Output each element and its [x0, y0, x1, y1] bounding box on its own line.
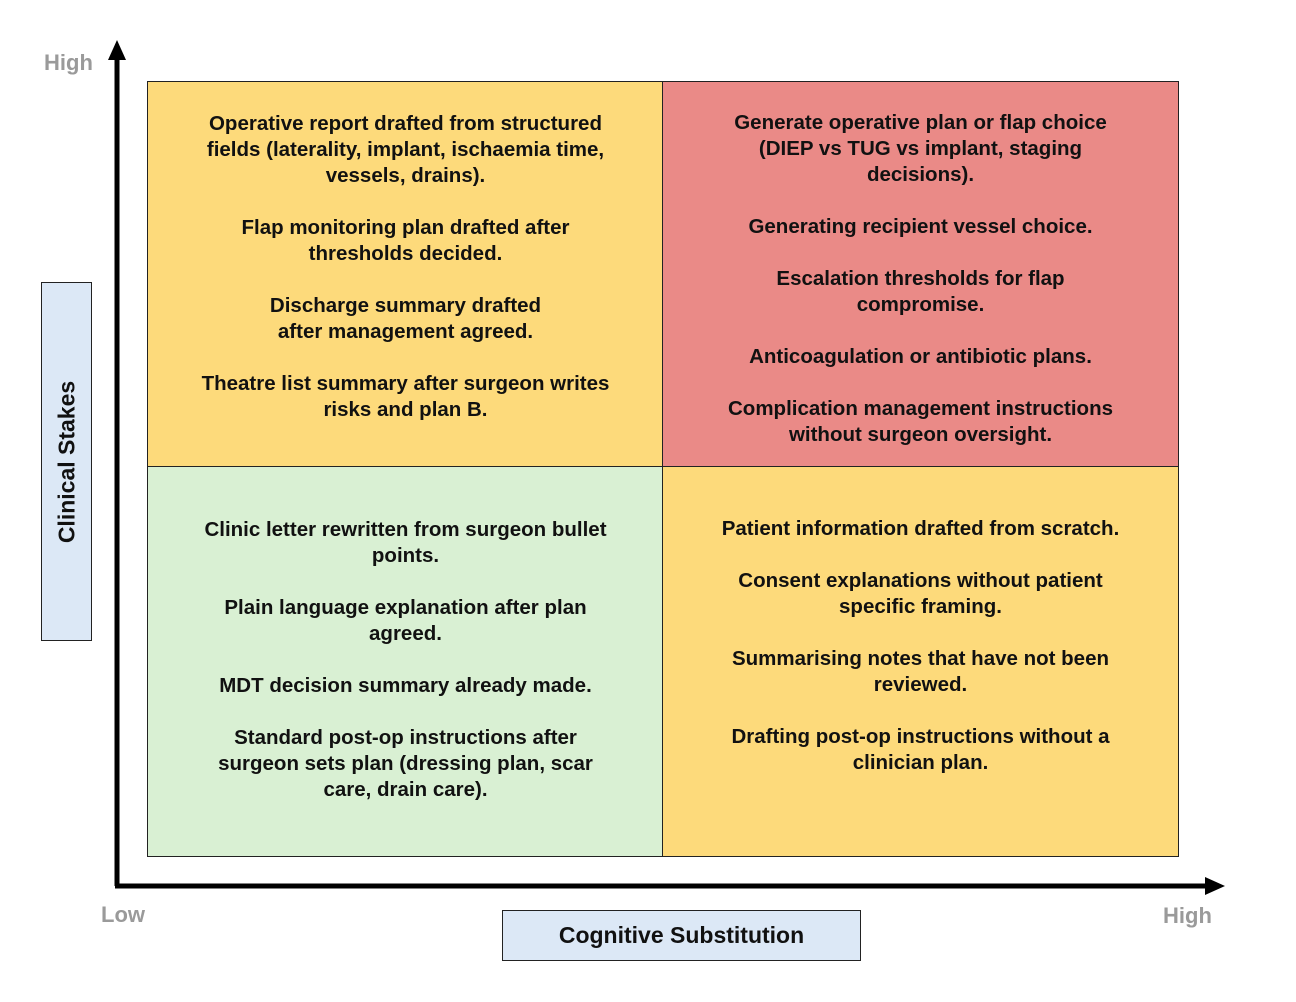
- x-axis-title-text: Cognitive Substitution: [558, 922, 805, 948]
- quadrant-item-line: Clinic letter rewritten from surgeon bul…: [204, 518, 607, 541]
- quadrant-item: Flap monitoring plan drafted after thresh…: [241, 215, 569, 267]
- quadrant-item-line: reviewed.: [873, 673, 968, 696]
- quadrant-item-line: vessels, drains).: [325, 164, 486, 187]
- quadrant-item: Standard post-op instructions after surge…: [218, 725, 593, 803]
- quadrant-item-line: MDT decision summary already made.: [219, 674, 592, 697]
- quadrant-item-line: after management agreed.: [277, 320, 534, 343]
- x-axis-title: Cognitive Substitution: [502, 910, 861, 961]
- quadrant-item-line: Anticoagulation or antibiotic plans.: [749, 345, 1092, 368]
- quadrant-item-line: Summarising notes that have not been: [731, 647, 1110, 670]
- quadrant-item: Summarising notes that have not been revi…: [732, 646, 1109, 698]
- quadrant-item: Theatre list summary after surgeon write…: [202, 371, 610, 423]
- quadrant-item-line: risks and plan B.: [323, 398, 488, 421]
- quadrant-item-line: thresholds decided.: [308, 242, 503, 265]
- quadrant-item-line: Patient information drafted from scratch…: [721, 517, 1120, 540]
- quadrant-item: Drafting post-op instructions without a c…: [731, 724, 1109, 776]
- quadrant-top-left: Operative report drafted from structured…: [147, 81, 664, 468]
- y-axis-title: Clinical Stakes: [41, 282, 92, 641]
- y-axis-arrowhead: [108, 40, 126, 60]
- x-axis-low-label: Low: [101, 902, 145, 927]
- quadrant-item: Complication management instructions with…: [728, 396, 1113, 448]
- quadrant-item-line: points.: [371, 544, 440, 567]
- quadrant-item-line: decisions).: [866, 163, 975, 186]
- quadrant-item-line: Theatre list summary after surgeon write…: [201, 372, 610, 395]
- quadrant-item-line: surgeon sets plan (dressing plan, scar: [218, 752, 593, 775]
- x-axis-high-label: High: [1163, 903, 1212, 928]
- quadrant-item-line: Consent explanations without patient: [738, 569, 1103, 592]
- y-axis-title-text: Clinical Stakes: [53, 380, 79, 543]
- quadrant-item: Consent explanations without patient spec…: [738, 568, 1102, 620]
- quadrant-top-right: Generate operative plan or flap choice (D…: [662, 81, 1179, 468]
- quadrant-item-line: (DIEP vs TUG vs implant, staging: [758, 137, 1083, 160]
- quadrant-item-line: Plain language explanation after plan: [224, 596, 587, 619]
- quadrant-item-line: compromise.: [856, 293, 985, 316]
- quadrant-item-line: Discharge summary drafted: [269, 294, 542, 317]
- quadrant-item: MDT decision summary already made.: [219, 673, 592, 699]
- quadrant-item-line: Generating recipient vessel choice.: [748, 215, 1093, 238]
- quadrant-item: Plain language explanation after plan agr…: [224, 595, 586, 647]
- quadrant-item: Escalation thresholds for flap compromise…: [776, 266, 1064, 318]
- quadrant-item-line: agreed.: [369, 622, 442, 645]
- quadrant-item-line: specific framing.: [839, 595, 1002, 618]
- quadrant-item: Generating recipient vessel choice.: [748, 214, 1092, 240]
- quadrant-item-line: clinician plan.: [852, 751, 989, 774]
- quadrant-item-line: care, drain care).: [323, 778, 488, 801]
- quadrant-item-line: Operative report drafted from structured: [208, 112, 602, 135]
- quadrant-item: Anticoagulation or antibiotic plans.: [749, 344, 1092, 370]
- quadrant-item: Patient information drafted from scratch…: [722, 516, 1120, 542]
- quadrant-item: Generate operative plan or flap choice (D…: [734, 110, 1107, 188]
- quadrant-item-line: Flap monitoring plan drafted after: [241, 216, 570, 239]
- quadrant-bottom-left: Clinic letter rewritten from surgeon bul…: [147, 466, 664, 857]
- x-axis-arrowhead: [1205, 877, 1225, 895]
- quadrant-item: Operative report drafted from structured…: [207, 111, 604, 189]
- y-axis-high-label: High: [44, 50, 93, 75]
- quadrant-item-line: Complication management instructions: [728, 397, 1113, 420]
- quadrant-item: Clinic letter rewritten from surgeon bul…: [204, 517, 606, 569]
- quadrant-item-line: without surgeon oversight.: [788, 423, 1053, 446]
- quadrant-item-line: fields (laterality, implant, ischaemia t…: [206, 138, 605, 161]
- quadrant-item-line: Escalation thresholds for flap: [776, 267, 1065, 290]
- quadrant-item-line: Generate operative plan or flap choice: [734, 111, 1107, 134]
- quadrant-item-line: Drafting post-op instructions without a: [731, 725, 1110, 748]
- quadrant-item: Discharge summary drafted after managemen…: [270, 293, 541, 345]
- quadrant-item-line: Standard post-op instructions after: [234, 726, 577, 749]
- quadrant-bottom-right: Patient information drafted from scratch…: [662, 466, 1179, 857]
